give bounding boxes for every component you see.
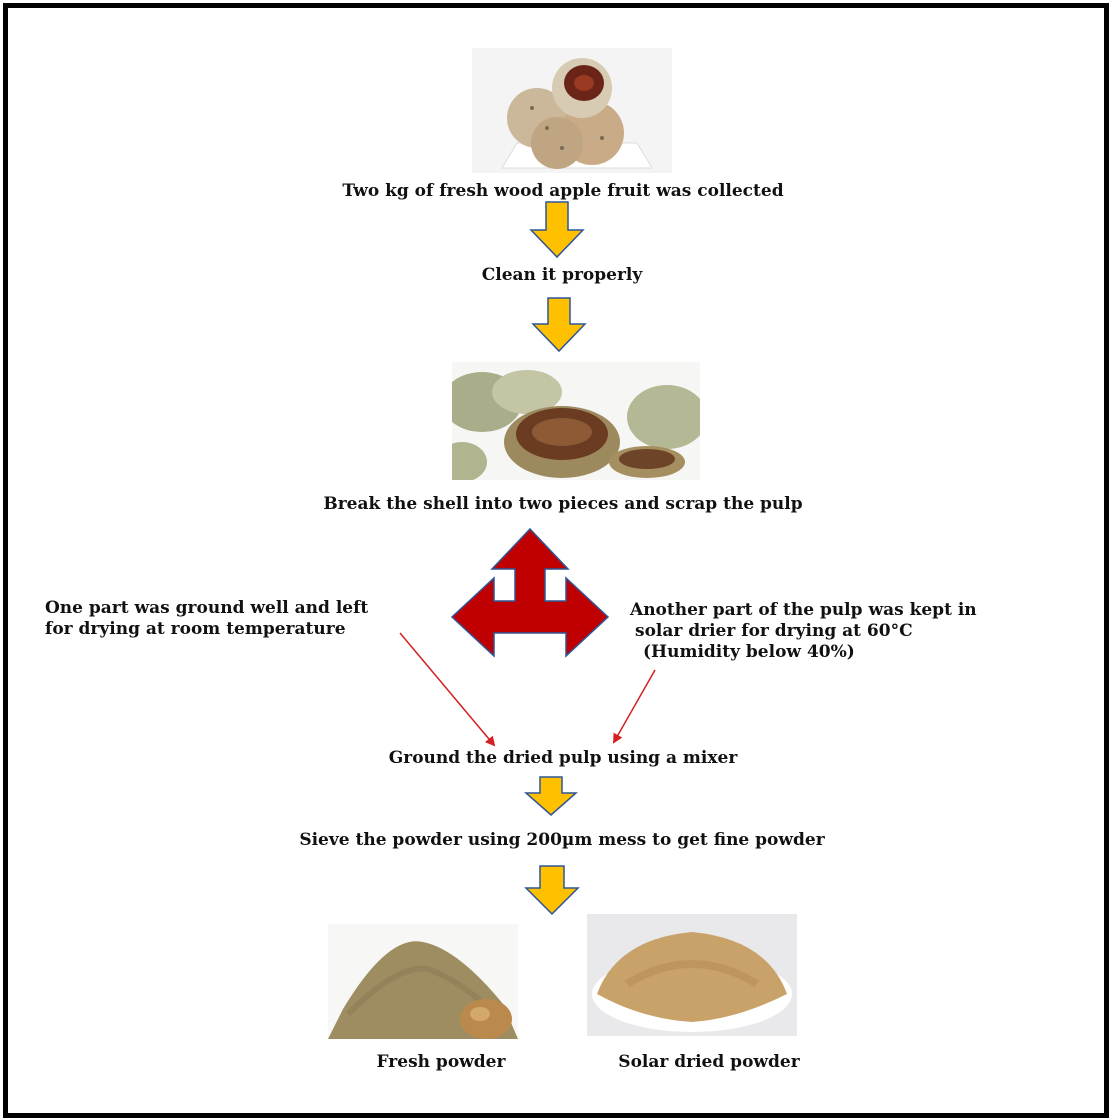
down-arrow-1 [529,201,585,259]
broken-shell-photo [452,362,700,480]
split-arrow [450,527,610,658]
step-sieve: Sieve the powder using 200µm mess to get… [299,830,825,850]
right-branch-line1: Another part of the pulp was kept in [630,600,977,620]
diagram-frame [3,3,1109,1118]
left-branch-line2: for drying at room temperature [45,619,346,639]
right-branch-line3: (Humidity below 40%) [643,642,855,662]
wood-apple-photo [472,48,672,173]
output-solar-label: Solar dried powder [618,1052,800,1072]
output-fresh-label: Fresh powder [376,1052,506,1072]
step-break: Break the shell into two pieces and scra… [323,494,803,514]
step-collect: Two kg of fresh wood apple fruit was col… [342,181,784,201]
right-connector-arrow [613,669,656,744]
solar-powder-photo [587,914,797,1036]
left-branch-line1: One part was ground well and left [45,598,369,618]
step-clean: Clean it properly [481,265,643,285]
down-arrow-2 [531,297,587,353]
fresh-powder-photo [328,924,518,1039]
step-grind: Ground the dried pulp using a mixer [388,748,738,768]
right-branch-line2: solar drier for drying at 60°C [635,621,913,641]
left-connector-arrow [399,632,496,747]
down-arrow-4 [524,865,580,916]
down-arrow-3 [524,776,578,816]
